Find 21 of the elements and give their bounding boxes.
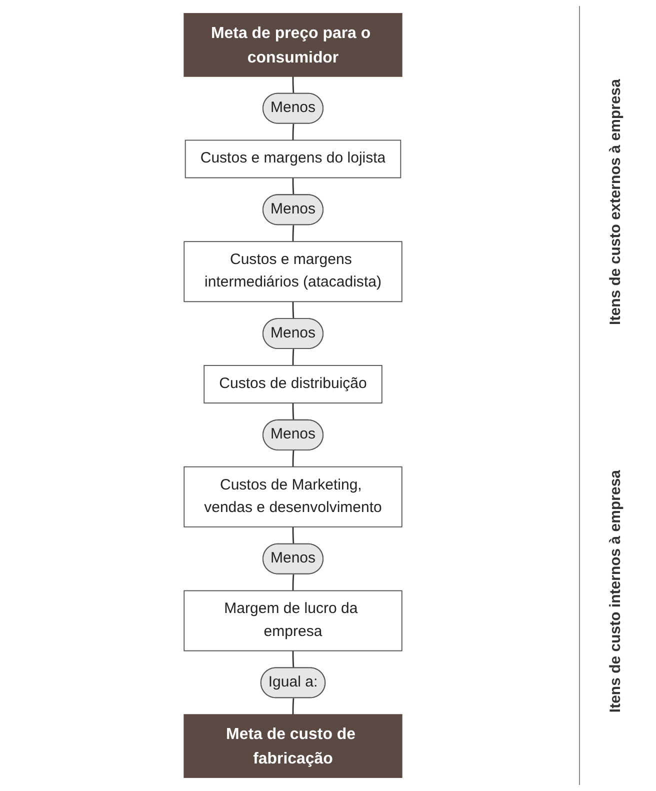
- connector: [292, 698, 294, 715]
- connector: [292, 76, 294, 94]
- node-box: Custos de distribuição: [203, 365, 382, 404]
- node-box: Custos de Marketing, vendas e desenvolvimento: [183, 466, 402, 528]
- node-box: Meta de custo de fabricação: [183, 714, 402, 778]
- node-box: Margem de lucro da empresa: [183, 590, 402, 652]
- side-label: Itens de custo externos à empresa: [606, 78, 624, 325]
- connector: [292, 178, 294, 196]
- node-box: Custos e margens intermediários (atacadista): [183, 241, 402, 302]
- node-box: Custos e margens do lojista: [184, 140, 401, 178]
- connector: [292, 574, 294, 591]
- connector: [292, 403, 294, 420]
- connector: [292, 225, 294, 242]
- connector: [292, 450, 294, 467]
- connector: [292, 349, 294, 366]
- node-box: Meta de preço para o consumidor: [183, 13, 402, 77]
- connector: [292, 650, 294, 668]
- connector: [292, 302, 294, 320]
- connector: [292, 124, 294, 140]
- connector: [292, 526, 294, 544]
- side-label: Itens de custo internos à empresa: [606, 470, 624, 712]
